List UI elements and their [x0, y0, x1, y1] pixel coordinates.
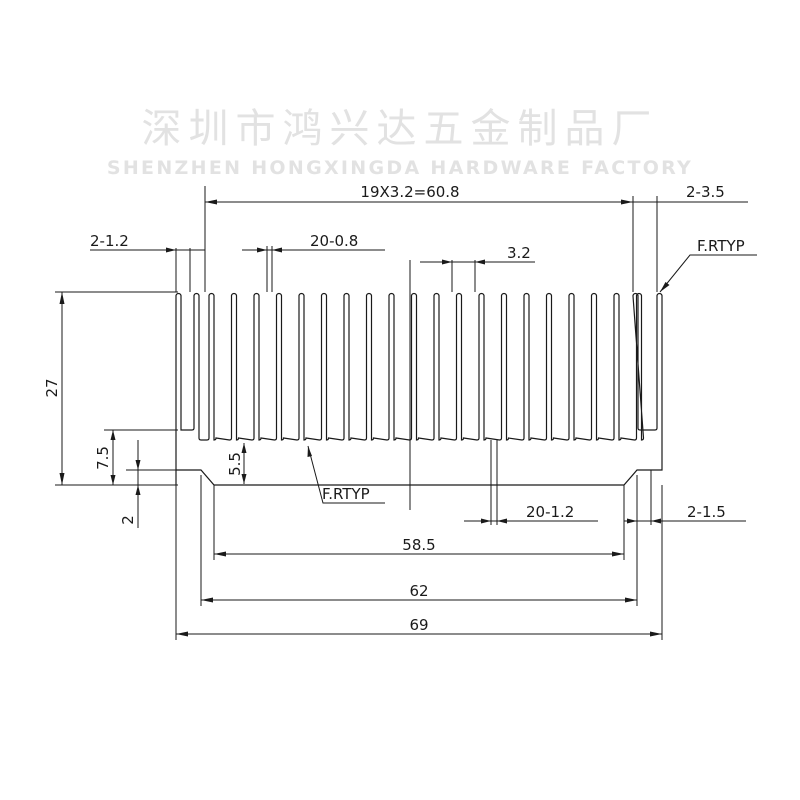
- dim-height: 27: [43, 378, 61, 397]
- heatsink-profile-path: [175, 292, 663, 486]
- dim-end-fin-thickness: 2-3.5: [686, 183, 725, 201]
- dim-side-step: 2-1.5: [687, 503, 726, 521]
- dim-radius-typ-top: F.RTYP: [697, 237, 745, 255]
- dimension-labels: 19X3.2=60.8 2-3.5 2-1.2 20-0.8 3.2 F.RTY…: [43, 183, 745, 634]
- dim-outer-fin-thickness: 2-1.2: [90, 232, 129, 250]
- watermark-company-cn: 深圳市鸿兴达五金制品厂: [141, 106, 659, 152]
- heatsink-outline: [175, 292, 663, 486]
- dim-base-height: 7.5: [94, 446, 112, 470]
- dim-inner-width: 58.5: [402, 536, 435, 554]
- dim-fin-thickness: 20-0.8: [310, 232, 358, 250]
- dim-step-height: 5.5: [226, 452, 244, 476]
- dim-pitch: 3.2: [507, 244, 531, 262]
- dim-flange-height: 2: [119, 515, 137, 525]
- watermark-company-en: SHENZHEN HONGXINGDA HARDWARE FACTORY: [106, 157, 694, 179]
- dim-radius-typ-bottom: F.RTYP: [322, 485, 370, 503]
- dim-base-width: 62: [409, 582, 428, 600]
- dim-fin-pitch-total: 19X3.2=60.8: [360, 183, 459, 201]
- dimension-lines: [55, 186, 757, 640]
- dim-overall-width: 69: [409, 616, 428, 634]
- dim-fin-root-width: 20-1.2: [526, 503, 574, 521]
